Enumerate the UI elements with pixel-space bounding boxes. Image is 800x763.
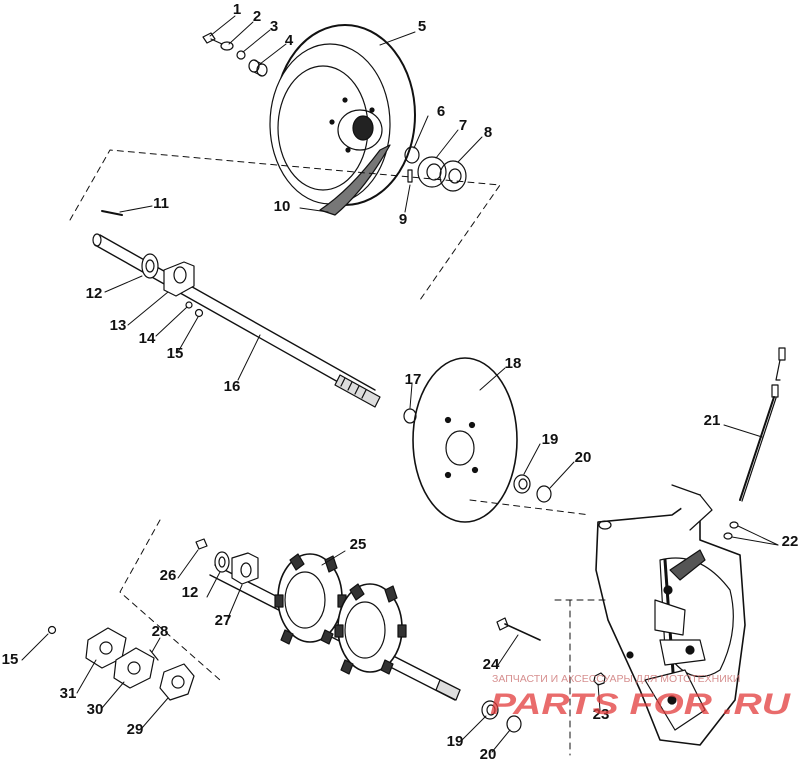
part-callout-number: 26 — [160, 567, 177, 584]
watermark: ЗАПЧАСТИ И АКСЕССУАРЫ ДЛЯ МОТОТЕХНИКИ PA… — [490, 673, 792, 721]
bolt-part — [195, 538, 208, 550]
part-callout-number: 15 — [167, 345, 184, 362]
part-callout-number: 25 — [350, 536, 367, 553]
bearing-flange-part — [159, 663, 195, 701]
part-callout-number: 16 — [224, 378, 241, 395]
part-callout-number: 3 — [270, 18, 278, 35]
bolt-part — [407, 169, 413, 183]
part-callout-number: 17 — [405, 371, 422, 388]
part-callout-number: 8 — [484, 124, 492, 141]
watermark-tagline: ЗАПЧАСТИ И АКСЕССУАРЫ ДЛЯ МОТОТЕХНИКИ — [492, 673, 740, 685]
assembly-dashed-outline — [469, 499, 611, 756]
part-callout-number: 9 — [399, 211, 407, 228]
brake-disc-part — [412, 357, 518, 523]
bolt-part — [496, 617, 541, 641]
part-callout-number: 13 — [110, 317, 127, 334]
part-callout-number: 27 — [215, 612, 232, 629]
part-callout-number: 19 — [542, 431, 559, 448]
part-callout-number: 1 — [233, 1, 241, 18]
part-callout-number: 21 — [704, 412, 721, 429]
spacer-part — [248, 59, 268, 77]
bearing-part — [513, 474, 531, 494]
drive-sprocket-part — [274, 553, 347, 645]
part-callout-number: 30 — [87, 701, 104, 718]
bearing-housing-part — [163, 261, 195, 297]
driven-pulley-part — [269, 24, 416, 216]
nut-part — [593, 672, 606, 686]
part-callout-number: 5 — [418, 18, 426, 35]
watermark-logo: PARTS FOR .RU — [490, 688, 792, 721]
bolt-part — [149, 649, 159, 661]
nut-part — [47, 625, 57, 635]
part-callout-number: 20 — [480, 746, 497, 763]
chaincase-housing-part — [595, 484, 746, 746]
part-callout-number: 23 — [593, 706, 610, 723]
washer-part — [404, 146, 420, 164]
part-callout-number: 10 — [274, 198, 291, 215]
nut-part — [194, 308, 204, 318]
drive-sprocket-part — [334, 583, 407, 675]
seal-part — [403, 408, 417, 424]
bearing-flange-part — [439, 160, 467, 192]
part-callout-number: 11 — [153, 195, 169, 212]
part-callout-number: 29 — [127, 721, 144, 738]
part-callout-number: 28 — [152, 623, 169, 640]
bolt-part — [202, 32, 223, 45]
part-callout-number: 24 — [483, 656, 500, 673]
part-callout-number: 18 — [505, 355, 522, 372]
washer-part — [236, 50, 246, 60]
snap-ring-part — [506, 715, 522, 733]
assembly-dashed-outline — [119, 519, 221, 681]
part-callout-number: 31 — [60, 685, 77, 702]
bearing-part — [141, 253, 159, 279]
part-callout-number: 6 — [437, 103, 445, 120]
washer-part — [185, 301, 193, 309]
leader-lines — [21, 15, 779, 753]
part-callout-number: 15 — [2, 651, 19, 668]
bearing-part — [214, 551, 230, 573]
bearing-part — [481, 700, 499, 720]
part-callout-number: 4 — [285, 32, 294, 49]
part-callout-number: 22 — [782, 533, 799, 550]
part-callout-number: 7 — [459, 117, 467, 134]
part-callout-number: 12 — [182, 584, 199, 601]
dipstick-part — [739, 347, 786, 502]
part-callout-number: 12 — [86, 285, 103, 302]
washer-part — [220, 41, 234, 51]
bearing-flange-part — [113, 647, 155, 689]
bearing-housing-part — [231, 552, 259, 585]
assembly-dashed-outline — [69, 149, 501, 301]
pin-part — [101, 210, 123, 216]
o-ring-part — [723, 521, 739, 540]
part-callout-number: 19 — [447, 733, 464, 750]
part-callout-number: 20 — [575, 449, 592, 466]
snap-ring-part — [536, 485, 552, 503]
part-callout-number: 14 — [139, 330, 156, 347]
part-callout-number: 2 — [253, 8, 261, 25]
